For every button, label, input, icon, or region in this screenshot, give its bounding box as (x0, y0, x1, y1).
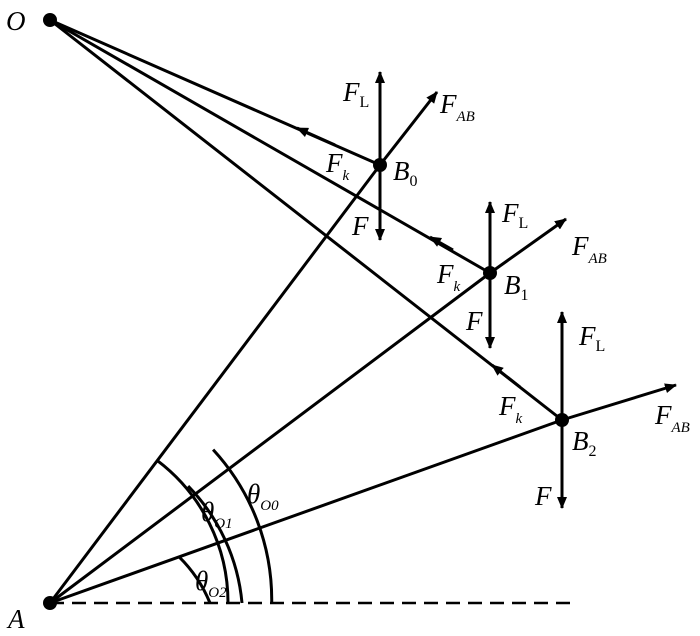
arrow-FAB-B1 (489, 217, 567, 275)
label-FAB-B2: FAB (654, 400, 690, 436)
label-B0: B0 (393, 156, 418, 190)
point-A (43, 596, 57, 610)
angle-arc-O1 (187, 485, 244, 604)
label-F-B2: F (534, 481, 552, 511)
label-B1: B1 (504, 270, 529, 304)
label-A: A (6, 604, 25, 631)
label-theta-O2: θO2 (195, 566, 227, 601)
label-Fk-B2: Fk (498, 391, 523, 427)
arrow-Fk-B0 (296, 126, 336, 147)
line-O-B2 (49, 18, 563, 422)
label-FL-B2: FL (578, 321, 605, 355)
arrow-FAB-B2 (561, 383, 677, 422)
label-theta-O1: θO1 (201, 497, 233, 532)
label-theta-O0: θO0 (247, 479, 279, 514)
label-FAB-B0: FAB (439, 89, 475, 125)
labels-B1: FL FAB Fk B1 F (436, 198, 607, 336)
label-F-B1: F (465, 306, 483, 336)
label-Fk-B0: Fk (325, 148, 350, 184)
line-A-B0 (48, 164, 382, 604)
label-O: O (6, 6, 26, 36)
labels-B2: FL FAB Fk B2 F (498, 321, 690, 511)
label-B2: B2 (572, 426, 597, 460)
point-O (43, 13, 57, 27)
angle-labels: θO0 θO1 θO2 (195, 479, 279, 601)
label-FL-B0: FL (342, 77, 369, 111)
label-FAB-B1: FAB (571, 231, 607, 267)
angle-arc-O2 (177, 555, 212, 604)
point-B1 (483, 266, 497, 280)
point-B0 (373, 158, 387, 172)
angle-arc-O0-outer (211, 448, 274, 604)
arrow-Fk-B1 (429, 235, 454, 252)
line-O-B1 (49, 18, 491, 275)
labels-B0: FL FAB Fk B0 F (325, 77, 475, 241)
line-A-B1 (49, 271, 491, 605)
point-B2 (555, 413, 569, 427)
label-F-B0: F (351, 211, 369, 241)
label-FL-B1: FL (501, 198, 528, 232)
arrow-FAB-B0 (378, 91, 439, 166)
angle-arc-O0 (156, 459, 230, 604)
label-Fk-B1: Fk (436, 259, 461, 295)
line-A-B2 (49, 418, 563, 605)
arrow-Fk-B2 (491, 363, 521, 389)
